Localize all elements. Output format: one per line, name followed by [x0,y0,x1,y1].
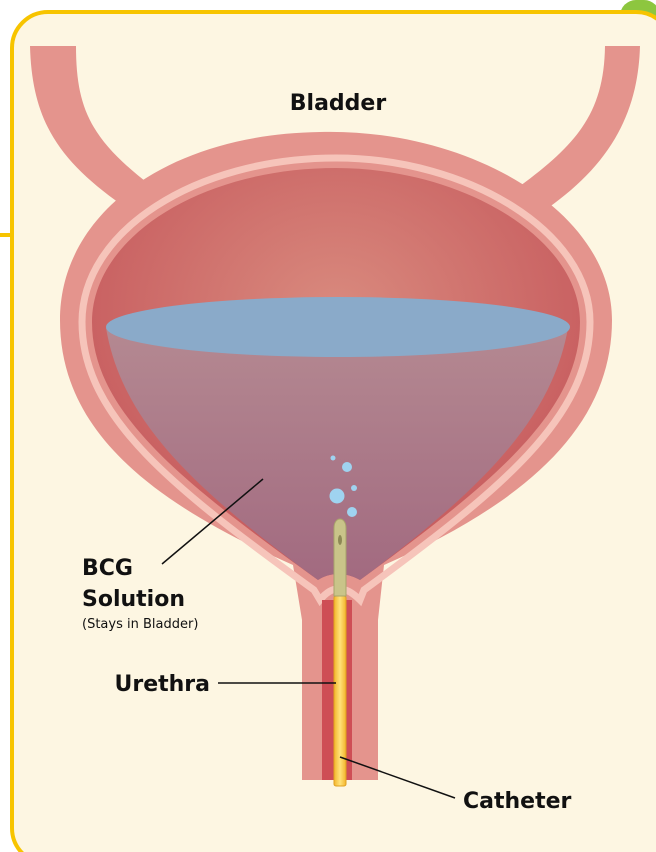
bladder-label: Bladder [290,91,387,116]
catheter-eyelet [338,535,342,545]
bcg-label-line1: BCG [82,556,133,581]
bubble [351,485,357,491]
bubble [330,489,345,504]
urethra-label: Urethra [114,672,210,697]
bubble [347,507,357,517]
bcg-label-note: (Stays in Bladder) [82,617,198,632]
bubble [342,462,352,472]
catheter-tip [334,519,346,596]
solution-surface [106,297,570,357]
catheter-label: Catheter [463,789,572,814]
bubble [331,456,336,461]
bcg-label-line2: Solution [82,587,185,612]
